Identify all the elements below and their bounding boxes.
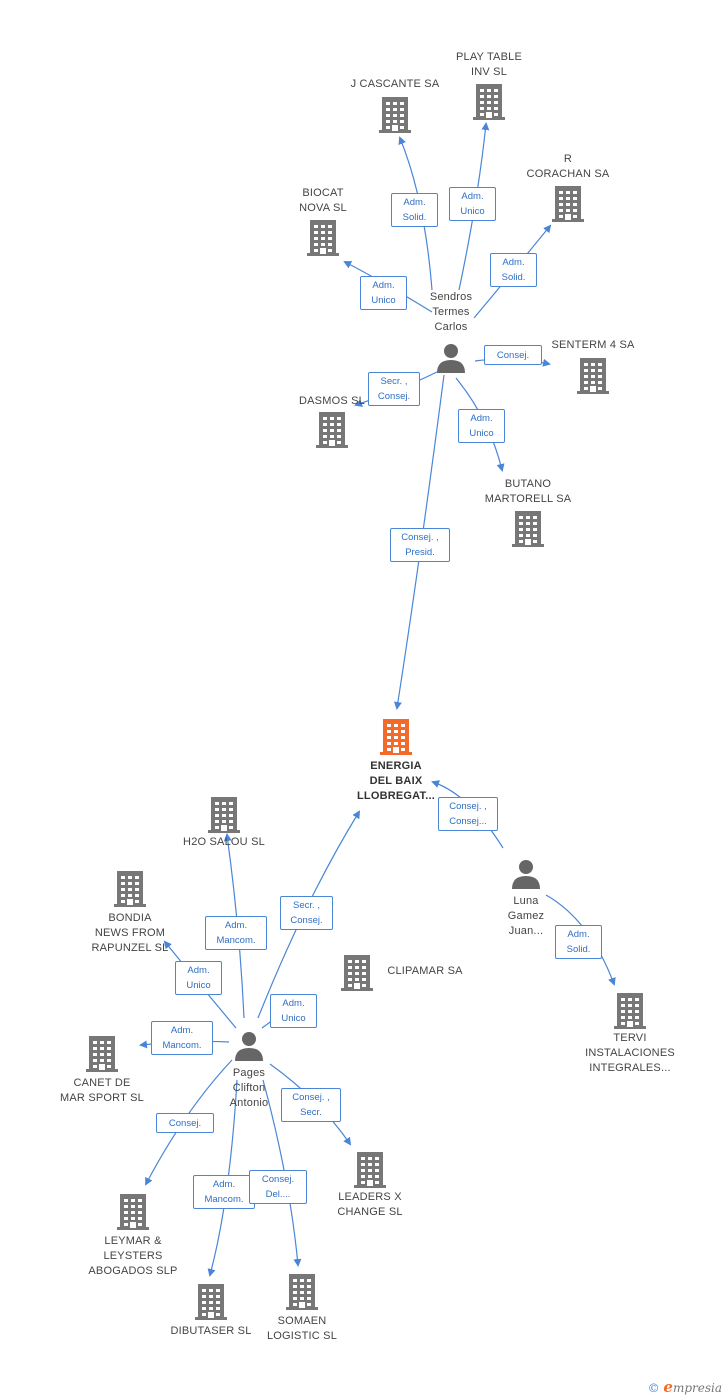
relation-label[interactable]: Consej. , Presid. — [390, 528, 450, 562]
company-name-label: PLAY TABLE INV SL — [455, 51, 522, 78]
building-icon — [614, 993, 646, 1029]
company-name-label: DASMOS SL — [299, 395, 365, 407]
relation-label[interactable]: Adm. Unico — [270, 994, 317, 1028]
building-icon — [473, 84, 505, 120]
company-name-label: CLIPAMAR SA — [387, 965, 463, 977]
company-name-label: R CORACHAN SA — [526, 153, 610, 180]
company-name-label: LEADERS X CHANGE SL — [337, 1191, 403, 1218]
company-name-label: LEYMAR & LEYSTERS ABOGADOS SLP — [88, 1235, 178, 1277]
center-building-icon — [380, 719, 412, 755]
relation-label[interactable]: Consej. — [484, 345, 542, 365]
building-icon — [195, 1284, 227, 1320]
relation-label[interactable]: Adm. Unico — [175, 961, 222, 995]
company-name-label: TERVI INSTALACIONES INTEGRALES... — [585, 1032, 675, 1074]
brand-initial: e — [663, 1378, 673, 1396]
building-icon — [208, 797, 240, 833]
building-icon — [552, 186, 584, 222]
building-icon — [316, 412, 348, 448]
company-name-label: BUTANO MARTORELL SA — [484, 478, 572, 505]
building-icon — [286, 1274, 318, 1310]
building-icon — [114, 871, 146, 907]
person-icon — [512, 860, 540, 889]
company-name-label: BIOCAT NOVA SL — [299, 187, 347, 214]
footer-brand: © empresia — [648, 1378, 722, 1396]
company-name-label: H2O SALOU SL — [183, 836, 265, 848]
relation-label[interactable]: Adm. Solid. — [391, 193, 438, 227]
relation-label[interactable]: Adm. Mancom. — [205, 916, 267, 950]
building-icon — [379, 97, 411, 133]
company-name-label: SENTERM 4 SA — [551, 339, 635, 351]
relation-label[interactable]: Adm. Unico — [458, 409, 505, 443]
relation-label[interactable]: Adm. Solid. — [555, 925, 602, 959]
company-name-label: SOMAEN LOGISTIC SL — [266, 1315, 338, 1342]
copyright-symbol: © — [647, 1381, 660, 1395]
person-name-label: Luna Gamez Juan... — [507, 895, 545, 937]
relation-label[interactable]: Consej. , Secr. — [281, 1088, 341, 1122]
company-name-label: CANET DE MAR SPORT SL — [60, 1077, 144, 1104]
relation-label[interactable]: Adm. Unico — [360, 276, 407, 310]
building-icon — [577, 358, 609, 394]
relation-label[interactable]: Consej. — [156, 1113, 214, 1133]
person-name-label: Pages Clifton Antonio — [229, 1067, 269, 1109]
building-icon — [307, 220, 339, 256]
relation-label[interactable]: Secr. , Consej. — [368, 372, 420, 406]
person-icon — [235, 1032, 263, 1061]
building-icon — [512, 511, 544, 547]
relation-label[interactable]: Adm. Mancom. — [193, 1175, 255, 1209]
company-name-label: DIBUTASER SL — [170, 1325, 252, 1337]
relation-label[interactable]: Secr. , Consej. — [280, 896, 333, 930]
relation-label[interactable]: Adm. Mancom. — [151, 1021, 213, 1055]
company-name-label: ENERGIA DEL BAIX LLOBREGAT... — [357, 760, 435, 802]
building-icon — [86, 1036, 118, 1072]
person-name-label: Sendros Termes Carlos — [429, 291, 473, 333]
relation-label[interactable]: Consej. Del.... — [249, 1170, 307, 1204]
building-icon — [341, 955, 373, 991]
building-icon — [117, 1194, 149, 1230]
company-name-label: BONDIA NEWS FROM RAPUNZEL SL — [91, 912, 169, 954]
person-icon — [437, 344, 465, 373]
relation-label[interactable]: Adm. Solid. — [490, 253, 537, 287]
relation-label[interactable]: Adm. Unico — [449, 187, 496, 221]
brand-name: mpresia — [672, 1381, 722, 1395]
company-name-label: J CASCANTE SA — [350, 78, 440, 90]
relation-label[interactable]: Consej. , Consej... — [438, 797, 498, 831]
building-icon — [354, 1152, 386, 1188]
